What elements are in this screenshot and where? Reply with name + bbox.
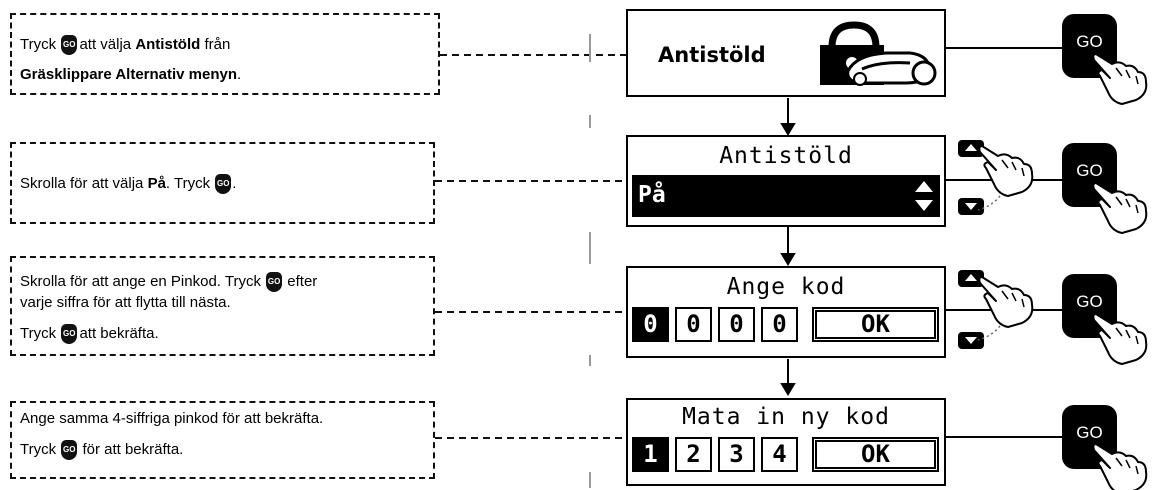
down-arrow-button-icon[interactable] bbox=[958, 332, 984, 349]
go-button-label: GO bbox=[1076, 32, 1103, 51]
pointing-hand-icon bbox=[1092, 443, 1148, 490]
screen-3-title: Ange kod bbox=[726, 274, 846, 300]
go-icon: GO bbox=[61, 440, 78, 461]
go-button-label: GO bbox=[1076, 292, 1103, 311]
screen-antistold: Antistöld bbox=[626, 9, 946, 97]
step-2-line-1: Skrolla för att välja På. Tryck GO. bbox=[20, 174, 236, 195]
step-3-line-2: varje siffra för att flytta till nästa. bbox=[20, 294, 231, 311]
screen-4-title: Mata in ny kod bbox=[682, 404, 890, 430]
step-4-box: Ange samma 4-siffriga pinkod för att bek… bbox=[10, 401, 435, 479]
step-4-line-1: Ange samma 4-siffriga pinkod för att bek… bbox=[20, 410, 324, 427]
go-icon: GO bbox=[215, 174, 232, 195]
go-icon: GO bbox=[266, 272, 283, 293]
bold-text: Gräsklippare Alternativ menyn bbox=[20, 66, 238, 83]
up-arrow-button-icon[interactable] bbox=[958, 140, 984, 157]
screen-4-ok: OK bbox=[812, 437, 939, 472]
screen-3-digit-2: 0 bbox=[675, 307, 712, 342]
step-1-line-2: Gräsklippare Alternativ menyn. bbox=[20, 66, 242, 83]
screen-3-digit-3: 0 bbox=[718, 307, 755, 342]
step-3-line-1: Skrolla för att ange en Pinkod. Tryck GO… bbox=[20, 272, 317, 293]
step-4-line-2: Tryck GO för att bekräfta. bbox=[20, 440, 183, 461]
screen-3-digit-1: 0 bbox=[632, 307, 669, 342]
screen-2-selected-row: På bbox=[632, 175, 940, 217]
pointing-hand-icon bbox=[1092, 53, 1148, 105]
screen-4-digit-4: 4 bbox=[761, 437, 798, 472]
go-icon: GO bbox=[61, 35, 78, 56]
go-button-label: GO bbox=[1076, 423, 1103, 442]
screen-2-title: Antistöld bbox=[719, 143, 853, 169]
pointing-hand-icon bbox=[978, 145, 1034, 197]
screen-4-digit-2: 2 bbox=[675, 437, 712, 472]
screen-antistold-select: Antistöld På bbox=[626, 135, 946, 227]
pointing-hand-icon bbox=[1092, 313, 1148, 365]
bold-text: På bbox=[147, 175, 166, 192]
scroll-updown-icon bbox=[915, 181, 933, 211]
screen-4-digit-3: 3 bbox=[718, 437, 755, 472]
screen-2-value: På bbox=[638, 182, 666, 208]
screen-1-title: Antistöld bbox=[658, 43, 766, 67]
down-arrow-button-icon[interactable] bbox=[958, 198, 984, 215]
step-3-line-3: Tryck GOr att bekräfta. bbox=[20, 324, 159, 345]
go-button-label: GO bbox=[1076, 161, 1103, 180]
screen-3-digit-4: 0 bbox=[761, 307, 798, 342]
padlock-mower-icon bbox=[820, 21, 937, 86]
bold-text: Antistöld bbox=[135, 36, 201, 53]
screen-mata-in-ny-kod: Mata in ny kod 1 2 3 4 OK bbox=[626, 398, 946, 486]
step-1-line-1: Tryck GOr att välja Antistöld från bbox=[20, 35, 230, 56]
pointing-hand-icon bbox=[1092, 182, 1148, 234]
step-3-box: Skrolla för att ange en Pinkod. Tryck GO… bbox=[10, 256, 435, 356]
pointing-hand-icon bbox=[978, 276, 1034, 328]
step-2-box: Skrolla för att välja På. Tryck GO. bbox=[10, 142, 435, 224]
screen-4-digit-1: 1 bbox=[632, 437, 669, 472]
screen-ange-kod: Ange kod 0 0 0 0 OK bbox=[626, 266, 946, 358]
screen-3-ok: OK bbox=[812, 307, 939, 342]
go-icon: GO bbox=[61, 324, 78, 345]
up-arrow-button-icon[interactable] bbox=[958, 270, 984, 287]
step-1-box: Tryck GOr att välja Antistöld från Gräsk… bbox=[10, 13, 440, 95]
